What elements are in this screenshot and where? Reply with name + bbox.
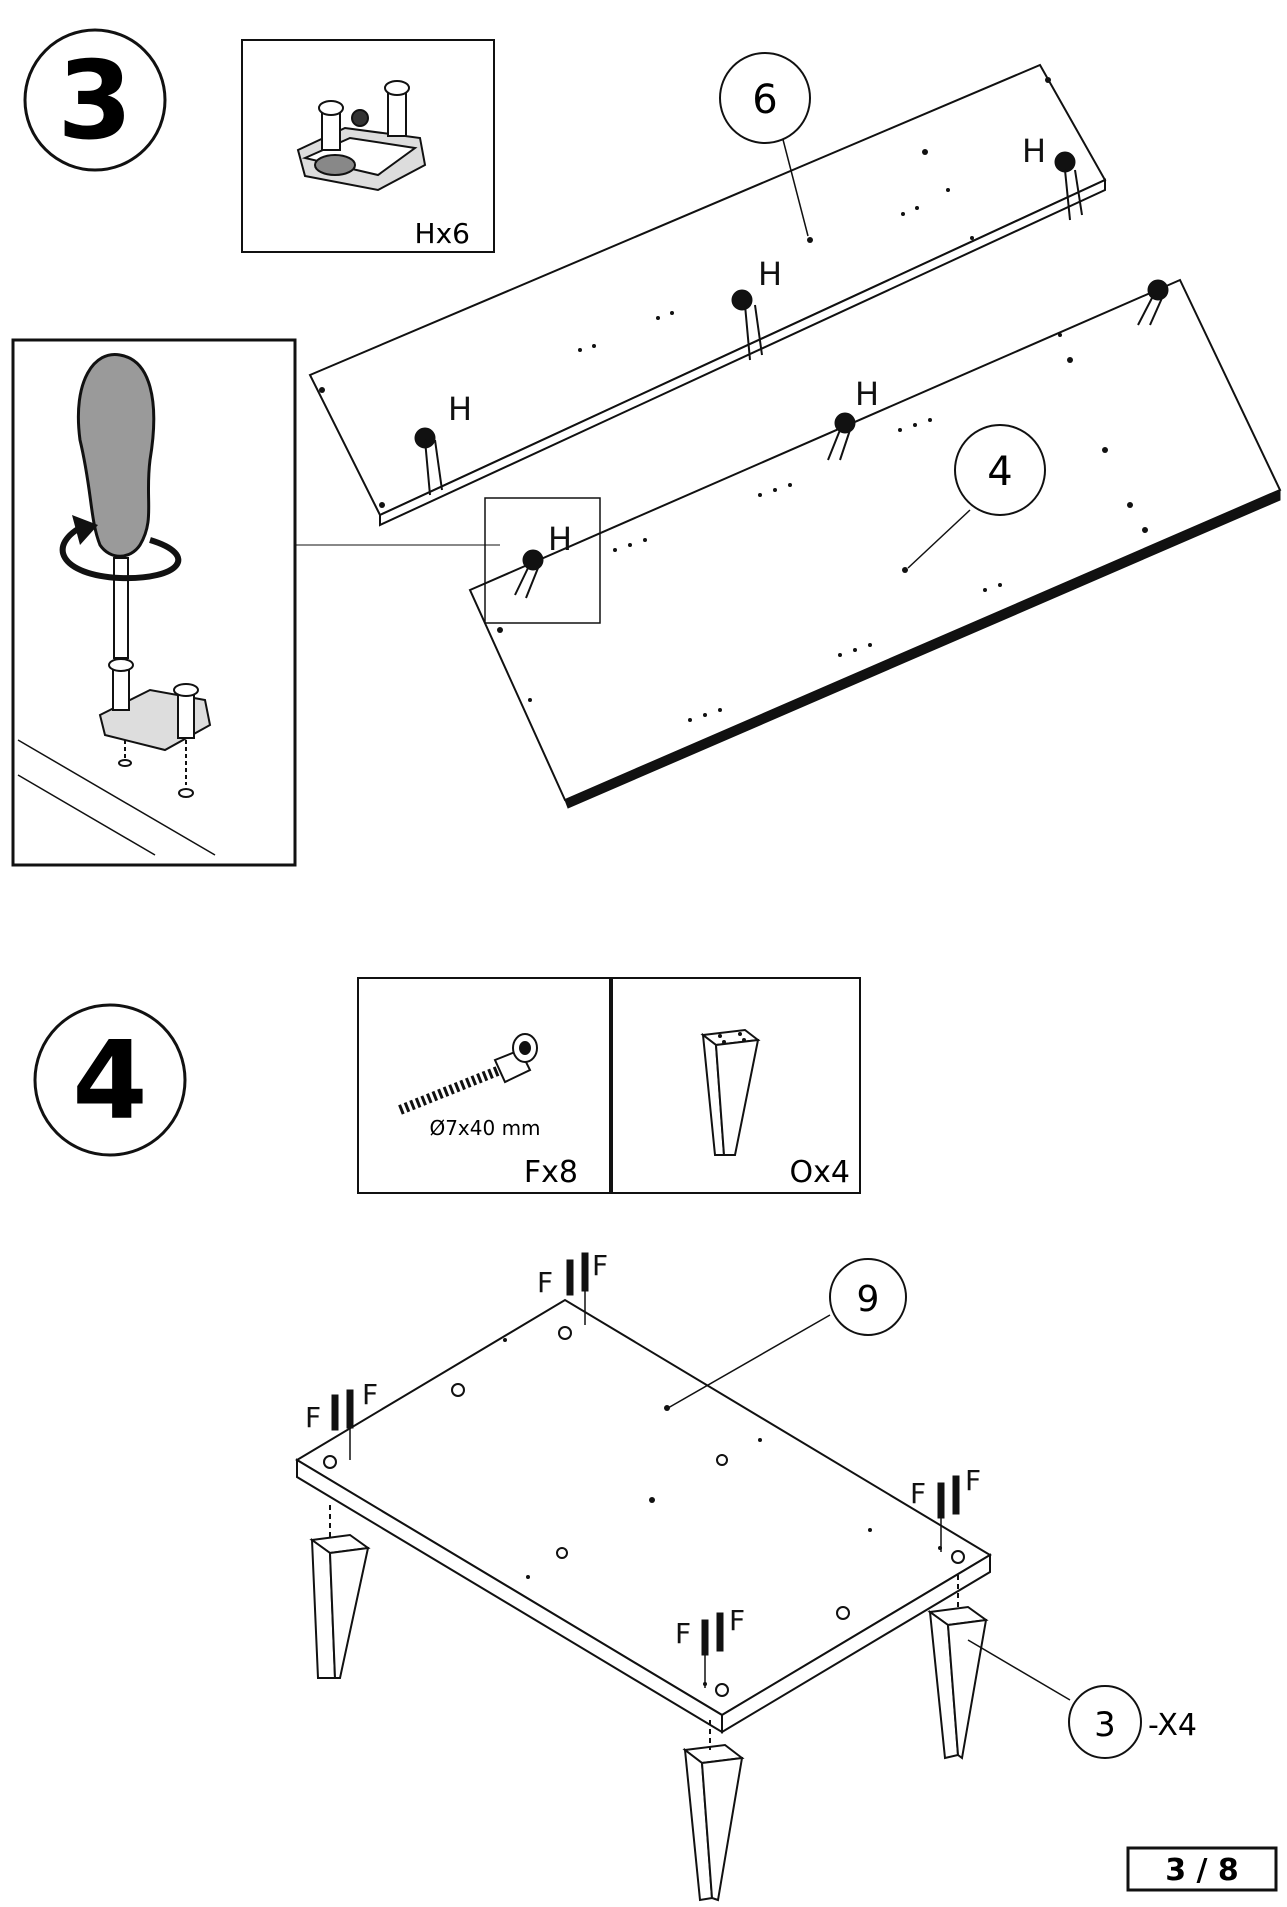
part-4-callout <box>954 424 1046 516</box>
step-4-circle <box>33 1003 187 1157</box>
table-leg-icon <box>700 1028 761 1156</box>
hardware-box-f: Ø7x40 mm Fx8 <box>357 977 611 1194</box>
step-3-circle <box>23 28 167 172</box>
hinge-label: H <box>758 255 782 293</box>
hinge-marker: H <box>1022 132 1083 221</box>
screws-step-4: F F F F F F F F <box>305 1249 981 1688</box>
hinge-marker: H <box>827 375 879 461</box>
hinge-label: H <box>448 390 472 428</box>
hinge-plate-icon <box>296 80 427 192</box>
screw-label: F <box>362 1378 378 1411</box>
hinges-step-3: H H H H H <box>414 132 1169 599</box>
hardware-label-hx6: Hx6 <box>415 217 470 250</box>
panel-4: 4 <box>468 278 1282 809</box>
part-6-label: 6 <box>752 77 777 123</box>
rotate-arrow-icon <box>59 515 182 582</box>
table-leg <box>682 1720 745 1902</box>
panel-6: 6 <box>308 52 1107 527</box>
step-3: 3 Hx6 <box>11 28 1282 867</box>
screw-dimension: Ø7x40 mm <box>429 1116 540 1140</box>
hinge-marker: H <box>514 520 572 599</box>
hardware-label-ox4: Ox4 <box>790 1155 850 1190</box>
step-3-number: 3 <box>57 39 132 164</box>
part-4-label: 4 <box>987 449 1012 495</box>
screw-label: F <box>965 1464 981 1497</box>
screw-label: F <box>910 1477 926 1510</box>
part-3-label: 3 <box>1094 1705 1116 1745</box>
screwdriver-icon <box>76 352 156 659</box>
page-number-box: 3 / 8 <box>1126 1846 1278 1892</box>
screw-marker: F F <box>910 1464 981 1552</box>
part-3-callout <box>1068 1685 1142 1759</box>
part-6-callout <box>719 52 811 144</box>
part-9-label: 9 <box>857 1279 880 1320</box>
leg-count-label: -X4 <box>1148 1708 1197 1743</box>
hardware-label-fx8: Fx8 <box>524 1155 578 1190</box>
hinge-label: H <box>548 520 572 558</box>
hinge-marker: H <box>731 255 782 361</box>
leg-callout: 3 -X4 <box>967 1639 1197 1759</box>
hinge-label: H <box>1022 132 1046 170</box>
hinge-marker: H <box>414 390 472 496</box>
screw-label: F <box>305 1401 321 1434</box>
table-leg <box>927 1575 989 1760</box>
screw-marker: F F <box>675 1604 745 1688</box>
screw-label: F <box>537 1266 553 1299</box>
screw-label: F <box>729 1604 745 1637</box>
table-top-9: 9 <box>295 1258 992 1734</box>
step-4-number: 4 <box>72 1019 147 1144</box>
legs <box>309 1505 989 1902</box>
page-number: 3 / 8 <box>1165 1853 1239 1888</box>
hinge-marker <box>1137 279 1169 326</box>
screw-marker: F F <box>305 1378 378 1460</box>
hardware-box-h: Hx6 <box>241 39 495 253</box>
hinge-plate-icon <box>98 658 212 798</box>
step-4: 4 Ø7x40 mm Fx8 <box>33 977 1197 1902</box>
screw-marker: F F <box>537 1249 608 1325</box>
screw-label: F <box>675 1617 691 1650</box>
hinge-label: H <box>855 375 879 413</box>
hardware-box-o: Ox4 <box>611 977 861 1194</box>
detail-highlight-frame <box>484 497 601 624</box>
screw-icon <box>398 1033 538 1115</box>
part-9-callout <box>829 1258 907 1336</box>
screwdriver-detail-box <box>11 338 500 867</box>
screw-label: F <box>592 1249 608 1282</box>
table-leg <box>309 1505 371 1679</box>
